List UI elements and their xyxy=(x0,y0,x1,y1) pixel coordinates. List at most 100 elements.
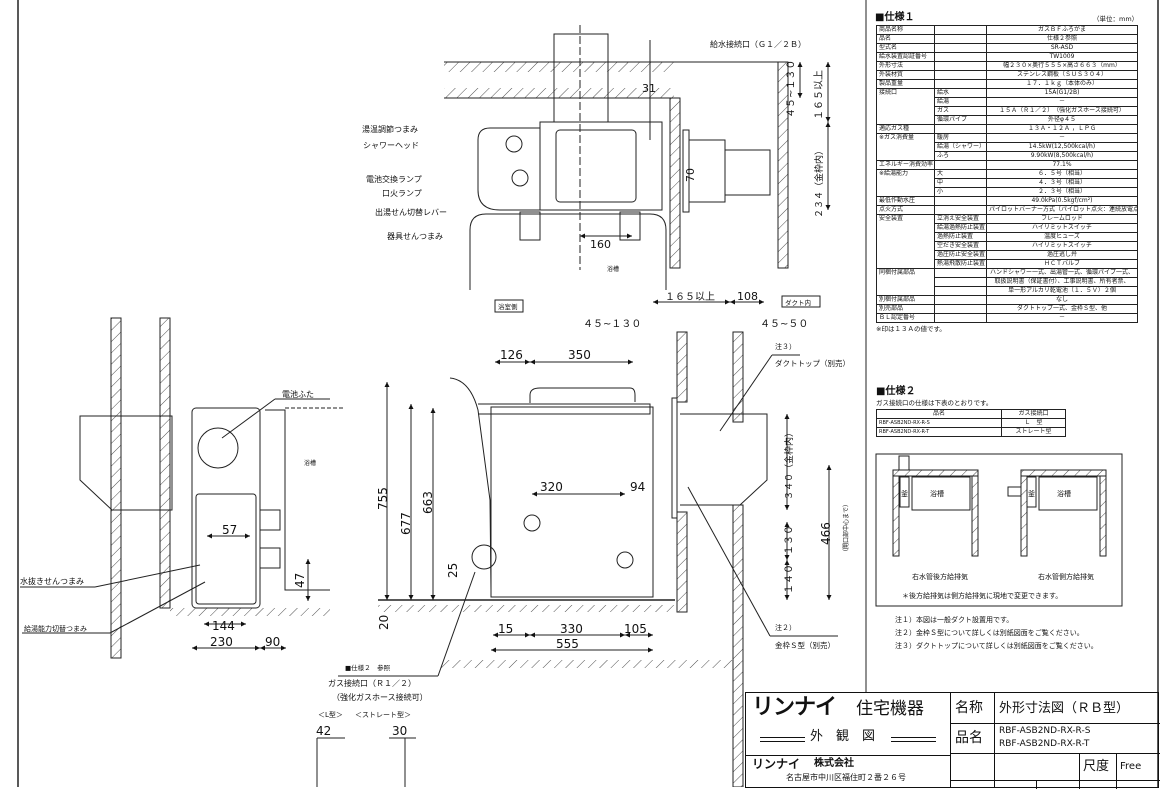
spec-label xyxy=(876,286,935,296)
shower-head-label: シャワーヘッド xyxy=(363,141,419,150)
dim-47: 47 xyxy=(293,573,307,588)
spec1-footnote: ※印は１３Ａの値です。 xyxy=(876,325,946,333)
spec-value: ステンレス鋼板（ＳＵＳ３０４） xyxy=(986,70,1138,80)
brand-logo: リンナイ xyxy=(752,695,837,720)
dim-160: 160 xyxy=(590,238,611,251)
installation-diagram-labels: 釜 浴槽 右水管後方給排気 釜 浴槽 右水管側方給排気 ＊後方給排気は側方給排気… xyxy=(901,489,1094,600)
bathtub-label: 浴槽 xyxy=(930,489,944,498)
spec-value: １５Ａ（Ｒ１／２） （強化ガスホース接続可） xyxy=(986,106,1138,116)
cell-product: RBF-ASB2ND-RX-R-T xyxy=(876,427,1002,437)
spec-sublabel: 立消え安全装置 xyxy=(934,214,987,224)
spec-label: 適応ガス種 xyxy=(876,124,935,134)
table-row: 空だき安全装置ハイリミットスイッチ xyxy=(876,241,1138,251)
spec-value: 仕様２参照 xyxy=(986,34,1138,44)
title-block: リンナイ 住宅機器 外 観 図 リンナイ 株式会社 名古屋市中川区福住町２番２６… xyxy=(745,692,1160,789)
spec-sublabel xyxy=(934,313,987,323)
spec-sublabel xyxy=(934,34,987,44)
spec-value: ハイリミットスイッチ xyxy=(986,223,1138,233)
spec-value: 温度ヒューズ xyxy=(986,232,1138,242)
drawing-kind: 外 観 図 xyxy=(810,729,876,744)
dim-45-130: ４５~１３０ xyxy=(786,60,797,118)
spec-sublabel xyxy=(934,160,987,170)
spec-value: １３Ａ・１２Ａ ，ＬＰＧ xyxy=(986,124,1138,134)
table-row: 商品名称ガスＢＦふろがま xyxy=(876,25,1138,35)
capacity-knob-label: 給湯能力切替つまみ xyxy=(24,624,87,633)
spec-sublabel: 小 xyxy=(934,187,987,197)
dim-466: 466 xyxy=(819,522,833,545)
battery-lamp-label: 電池交換ランプ xyxy=(366,174,422,184)
table-row: 適応ガス種 １３Ａ・１２Ａ ，ＬＰＧ xyxy=(876,124,1138,134)
company-name: 株式会社 xyxy=(814,758,854,769)
dim-755: 755 xyxy=(376,487,390,510)
duct-top-label: ダクトトップ（別売） xyxy=(775,358,850,368)
dim-350: 350 xyxy=(568,348,591,362)
front-view-labels: 浴室側 ダクト内 注３） ダクトトップ（別売） 注２） 金枠Ｓ型（別売） ■仕様… xyxy=(316,290,850,738)
table-row: 過熱防止装置温度ヒューズ xyxy=(876,232,1138,242)
spec-label: エネルギー消費効率 xyxy=(876,160,935,170)
spec2-block: ■仕様２ ガス接続口の仕様は下表のとおりです。 品名ガス接続口 RBF-ASB2… xyxy=(876,386,1126,437)
spec-label: 接続口 xyxy=(876,88,935,98)
spec-label xyxy=(876,115,935,125)
dim-330: 330 xyxy=(560,622,583,636)
spec-label xyxy=(876,97,935,107)
pilot-lamp-label: 口火ランプ xyxy=(382,189,422,198)
dim-340: ３４０（金枠内） xyxy=(783,428,795,500)
cell-product: RBF-ASB2ND-RX-R-S xyxy=(876,418,1002,428)
dim-15: 15 xyxy=(498,622,513,636)
product-label: 品名 xyxy=(955,730,983,746)
dim-70: 70 xyxy=(684,168,697,182)
spec-value: ＨＣＴバルブ xyxy=(986,259,1138,269)
table-row: 給湯（シャワー）14.5kW(12,500kcal/h) xyxy=(876,142,1138,152)
spec-value: － xyxy=(986,97,1138,107)
note-1: 注１）本図は一般ダクト設置用です。 xyxy=(895,616,1014,624)
gas-port-label: ガス接続口（Ｒ１／２） xyxy=(328,678,416,688)
spec-sublabel xyxy=(934,79,987,89)
scale-value: Free xyxy=(1120,761,1142,772)
dim-677: 677 xyxy=(399,512,413,535)
table-row: 外形寸法幅２３０×奥行５５５×高さ６６３（mm） xyxy=(876,61,1138,71)
bathtub-label: 浴槽 xyxy=(607,265,619,273)
dim-31: 31 xyxy=(642,82,656,95)
sheet-frame xyxy=(17,0,1159,787)
table-row: ＢＬ認定番号－ xyxy=(876,313,1138,323)
diagram-note: ＊後方給排気は側方給排気に現地で変更できます。 xyxy=(902,591,1062,600)
outlet-lever-label: 出湯せん切替レバー xyxy=(375,207,447,217)
spec-sublabel xyxy=(934,43,987,53)
spec-value: フレームロッド xyxy=(986,214,1138,224)
spec1-title: ■仕様１ xyxy=(875,12,915,23)
spec-label: 商品名称 xyxy=(876,25,935,35)
spec-label xyxy=(876,241,935,251)
spec-value: － xyxy=(986,133,1138,143)
spec-label xyxy=(876,250,935,260)
company-address: 名古屋市中川区福住町２番２６号 xyxy=(786,773,906,782)
spec-sublabel: 暖房 xyxy=(934,133,987,143)
dim-20: 20 xyxy=(377,615,391,630)
dim-30: 30 xyxy=(392,724,407,738)
table-row: 別売部品ダクトトップ一式、金枠Ｓ型、他 xyxy=(876,304,1138,314)
spec-sublabel xyxy=(934,124,987,134)
note2-ref: 注２） xyxy=(775,623,796,632)
table-row: 給湯－ xyxy=(876,97,1138,107)
dim-140: １４０ xyxy=(784,564,795,594)
table-row: 安全装置立消え安全装置フレームロッド xyxy=(876,214,1138,224)
unit-label: 釜 xyxy=(901,489,908,498)
dim-320: 320 xyxy=(540,480,563,494)
side-bathtub-label: 浴槽 xyxy=(304,459,316,467)
table-row: 同梱付属部品ハンドシャワー一式、出湯管一式、循環パイプ一式、 xyxy=(876,268,1138,278)
spec-sublabel: 循環パイプ xyxy=(934,115,987,125)
dim-130: １３０ xyxy=(784,525,795,555)
spec-value: ハイリミットスイッチ xyxy=(986,241,1138,251)
dim-663: 663 xyxy=(421,491,435,514)
name-label: 名称 xyxy=(955,700,983,716)
water-inlet-label: 給水接続口（Ｇ１／２Ｂ） xyxy=(710,39,806,49)
spec-label: 別売部品 xyxy=(876,304,935,314)
spec2-ref-label: ■仕様２ 参照 xyxy=(345,663,391,672)
spec-value: 単一形アルカリ乾電池（１．５Ｖ）２個 xyxy=(986,286,1138,296)
spec-sublabel xyxy=(934,205,987,215)
spec-sublabel xyxy=(934,277,987,287)
product-name-1: RBF-ASB2ND-RX-R-S xyxy=(999,726,1091,736)
spec-value: ２．３号（相当） xyxy=(986,187,1138,197)
dim-165: １６５以上 xyxy=(813,70,825,120)
